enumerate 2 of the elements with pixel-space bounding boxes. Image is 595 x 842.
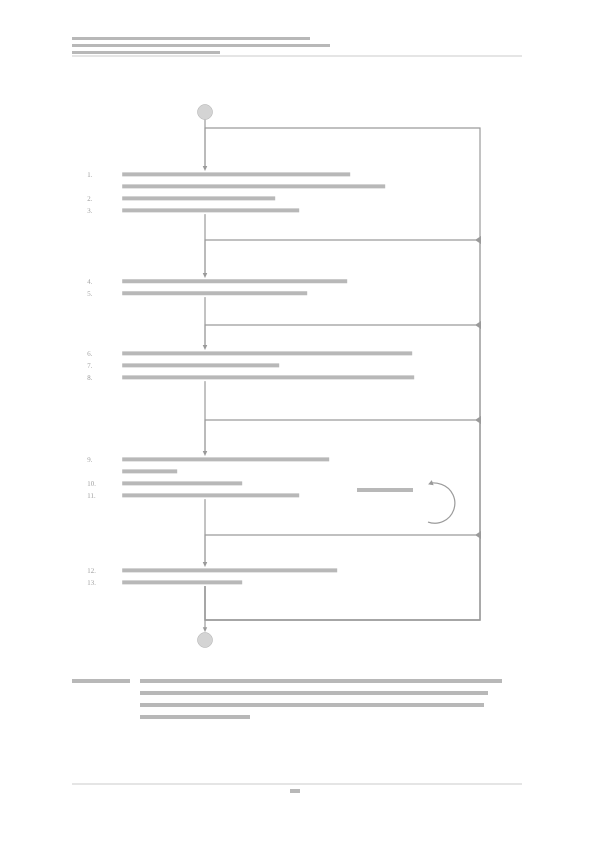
terminal-circle [197, 632, 213, 648]
terminal-circle [197, 104, 213, 120]
